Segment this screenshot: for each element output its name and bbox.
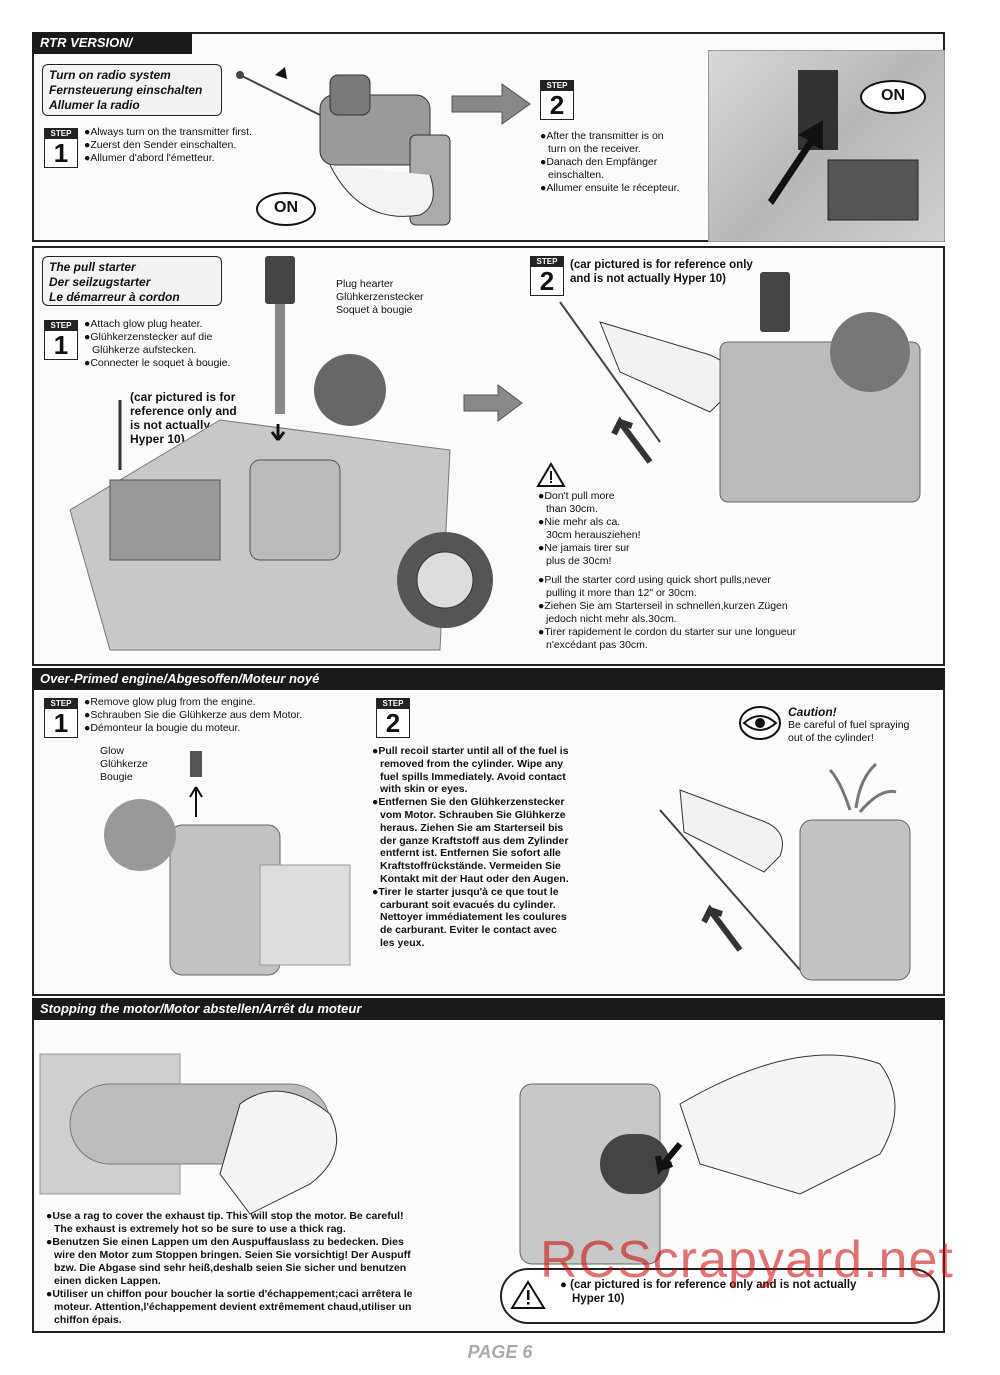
plug-heater-label: Plug hearter Glühkerzenstecker Soquet à … <box>336 278 424 316</box>
rtr-title-bar: RTR VERSION/ <box>32 32 192 54</box>
pull-step2-note: (car pictured is for reference only and … <box>570 259 753 285</box>
pull-instructions-text: ●Pull the starter cord using quick short… <box>538 574 797 651</box>
page-number: PAGE 6 <box>467 1342 533 1362</box>
rtr-on-badge-1: ON <box>256 192 316 226</box>
rtr-arrow-icon <box>451 83 531 125</box>
rtr-step1-text: ●Always turn on the transmitter first. ●… <box>84 126 252 164</box>
over-title: Over-Primed engine/Abgesoffen/Moteur noy… <box>40 671 320 686</box>
over-title-bar: Over-Primed engine/Abgesoffen/Moteur noy… <box>32 668 945 690</box>
rtr-title: RTR VERSION/ <box>40 35 133 50</box>
fuel-spray-illustration <box>659 762 911 981</box>
pull-step1-text: ●Attach glow plug heater. ●Glühkerzenste… <box>84 318 231 369</box>
stop-title: Stopping the motor/Motor abstellen/Arrêt… <box>40 1001 362 1016</box>
pull-warning-text: ●Don't pull more than 30cm. ●Nie mehr al… <box>538 490 641 567</box>
stop-instructions-text: ●Use a rag to cover the exhaust tip. Thi… <box>46 1210 413 1326</box>
over-step1-badge: STEP 1 <box>44 698 78 738</box>
pull-starter-illustration <box>559 272 921 503</box>
over-step2-text: ●Pull recoil starter until all of the fu… <box>372 745 569 949</box>
over-engine-illustration <box>104 751 351 976</box>
watermark: RCScrapyard.net <box>540 1231 954 1289</box>
car-engine-illustration <box>69 256 493 651</box>
rtr-step1-badge: STEP 1 <box>44 128 78 168</box>
eye-caution-icon <box>739 706 781 740</box>
warning-triangle-icon <box>510 1280 546 1309</box>
exhaust-rag-illustration <box>39 1053 896 1265</box>
pull-label: The pull starter Der seilzugstarter Le d… <box>42 256 222 306</box>
stop-title-bar: Stopping the motor/Motor abstellen/Arrêt… <box>32 998 945 1020</box>
glow-plug-label: Glow Glühkerze Bougie <box>100 745 148 783</box>
pull-arrow-icon <box>463 384 523 422</box>
warning-triangle-icon <box>536 462 566 487</box>
stop-ref-note: ● (car pictured is for reference only an… <box>560 1279 857 1305</box>
pull-step2-badge: STEP 2 <box>530 256 564 296</box>
pull-step1-badge: STEP 1 <box>44 320 78 360</box>
transmitter-illustration <box>236 67 451 226</box>
pull-ref-note: (car pictured is for reference only and … <box>130 390 237 446</box>
receiver-switch-illustration <box>768 70 919 221</box>
over-step2-badge: STEP 2 <box>376 698 410 738</box>
rtr-label: Turn on radio system Fernsteuerung einsc… <box>42 64 222 116</box>
over-step1-text: ●Remove glow plug from the engine. ●Schr… <box>84 696 303 734</box>
stop-ref-note-box <box>500 1268 940 1324</box>
rtr-on-badge-2: ON <box>860 80 926 114</box>
caution-box: Caution! Be careful of fuel spraying out… <box>788 705 910 745</box>
rtr-step2-badge: STEP 2 <box>540 80 574 120</box>
rtr-step2-text: ●After the transmitter is on turn on the… <box>540 130 680 194</box>
